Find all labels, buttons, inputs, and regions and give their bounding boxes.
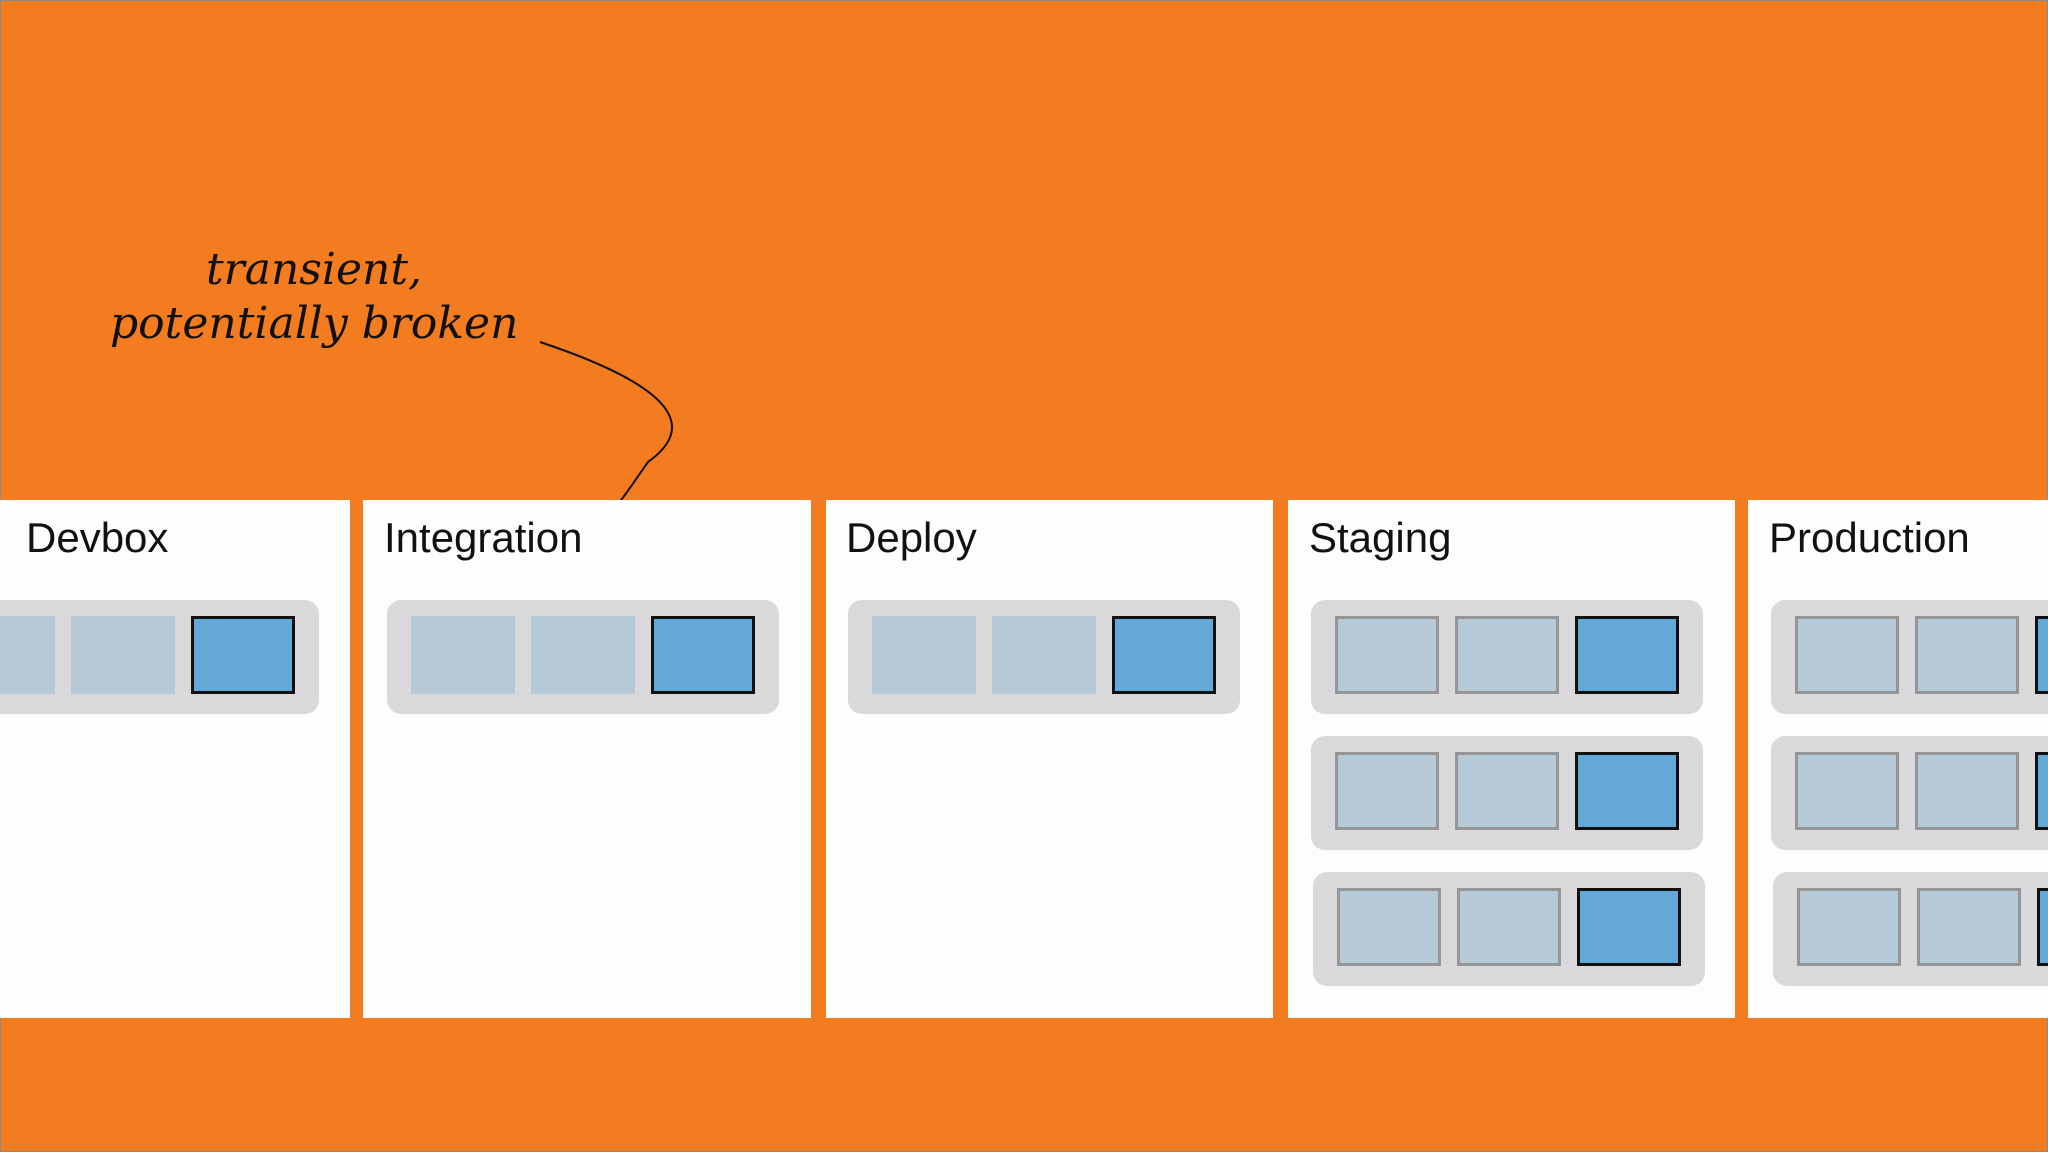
stage-title-staging: Staging <box>1309 514 1452 561</box>
pipeline <box>1313 872 1705 986</box>
current-build-box <box>1112 616 1216 694</box>
pending-build-box <box>411 616 515 694</box>
stage-title-integration: Integration <box>384 514 583 561</box>
pending-build-box <box>1795 616 1899 694</box>
pipeline <box>848 600 1240 714</box>
pending-build-box <box>1915 752 2019 830</box>
stage-staging: Staging <box>1288 500 1735 1018</box>
current-build-box <box>2037 888 2048 966</box>
current-build-box <box>1575 752 1679 830</box>
pipeline <box>387 600 779 714</box>
pending-build-box <box>71 616 175 694</box>
pending-build-box <box>1457 888 1561 966</box>
pipeline <box>1771 600 2048 714</box>
pending-build-box <box>1455 752 1559 830</box>
pending-build-box <box>992 616 1096 694</box>
current-build-box <box>1575 616 1679 694</box>
pipeline <box>1771 736 2048 850</box>
pipeline <box>1773 872 2048 986</box>
stage-title-devbox: Devbox <box>26 514 169 561</box>
current-build-box <box>651 616 755 694</box>
current-build-box <box>1577 888 1681 966</box>
stage-title-production: Production <box>1769 514 1970 561</box>
pending-build-box <box>0 616 55 694</box>
stage-title-deploy: Deploy <box>846 514 977 561</box>
pipeline <box>1311 736 1703 850</box>
pending-build-box <box>1337 888 1441 966</box>
current-build-box <box>2035 616 2048 694</box>
pending-build-box <box>1335 616 1439 694</box>
pending-build-box <box>1915 616 2019 694</box>
stage-devbox: Devbox <box>0 500 350 1018</box>
pending-build-box <box>872 616 976 694</box>
stage-production: Production <box>1748 500 2048 1018</box>
pipeline <box>0 600 319 714</box>
pending-build-box <box>1795 752 1899 830</box>
annotation-line-2: potentially broken <box>110 298 519 349</box>
pipeline <box>1311 600 1703 714</box>
pending-build-box <box>531 616 635 694</box>
annotation-line-1: transient, <box>206 244 422 295</box>
stage-integration: Integration <box>363 500 811 1018</box>
current-build-box <box>2035 752 2048 830</box>
pending-build-box <box>1917 888 2021 966</box>
pending-build-box <box>1797 888 1901 966</box>
pending-build-box <box>1455 616 1559 694</box>
pending-build-box <box>1335 752 1439 830</box>
stage-deploy: Deploy <box>826 500 1273 1018</box>
current-build-box <box>191 616 295 694</box>
